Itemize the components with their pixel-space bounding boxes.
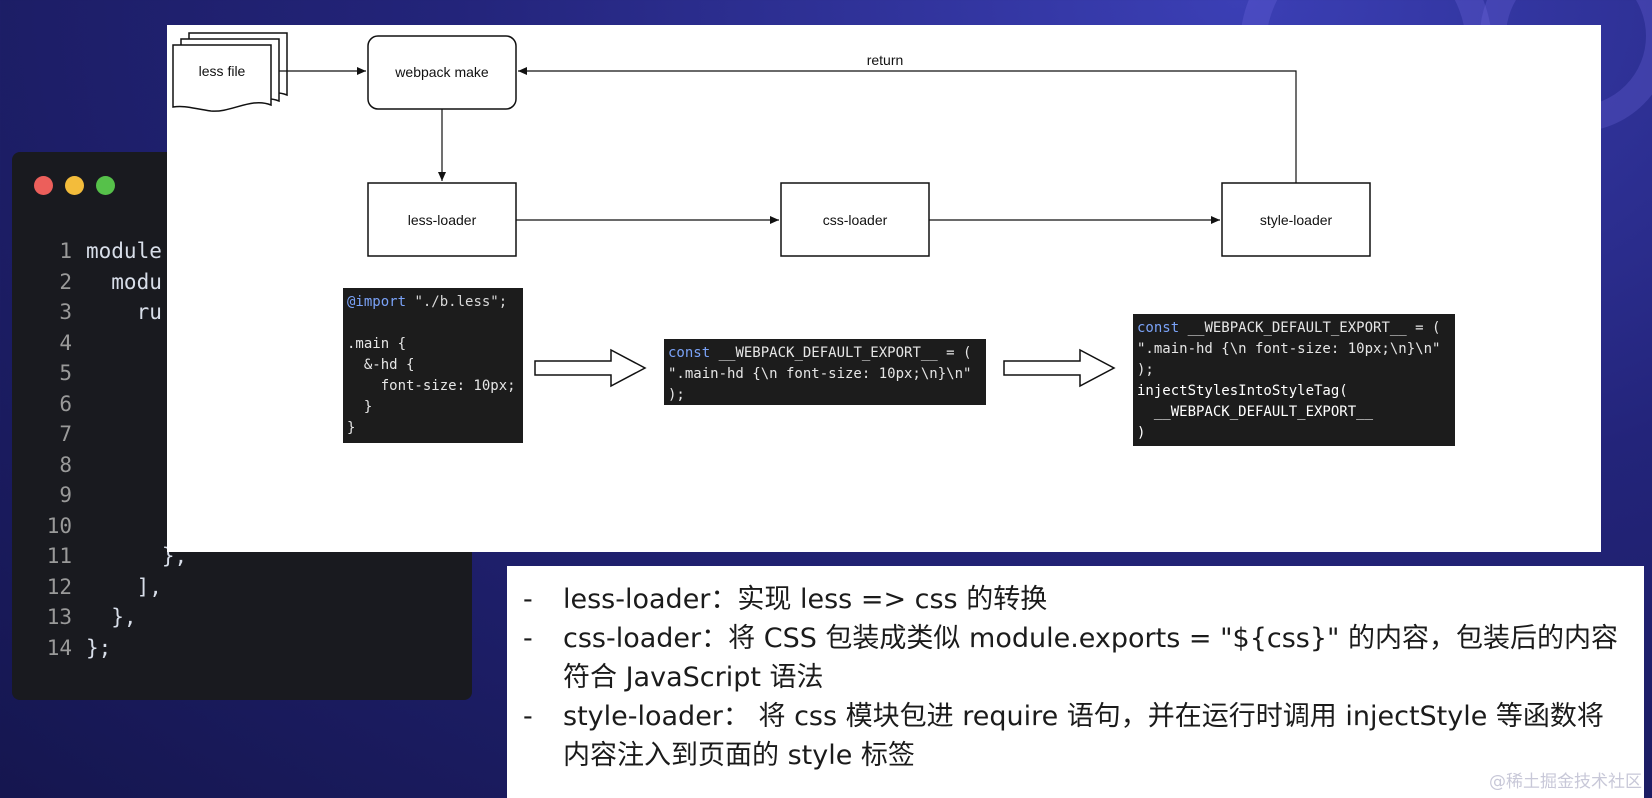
less-code-line: } [347, 399, 373, 415]
code-line: 3 ru [12, 297, 472, 328]
code-line: 8 [12, 450, 472, 481]
style-loader-node: style-loader [1221, 182, 1371, 257]
const-keyword: const [1137, 320, 1180, 336]
note-text: less-loader：实现 less => css 的转换 [563, 584, 1048, 615]
line-number: 10 [46, 513, 72, 538]
code-text: }, [86, 605, 137, 629]
code-line: 10 [12, 511, 472, 542]
less-code-line: .main { [347, 336, 407, 352]
line-number: 2 [59, 269, 72, 294]
loader-notes: -less-loader：实现 less => css 的转换-css-load… [507, 566, 1644, 798]
line-number: 3 [59, 300, 72, 324]
line-number: 8 [59, 452, 72, 477]
less-code-line [347, 313, 519, 334]
note-item: -css-loader：将 CSS 包装成类似 module.exports =… [523, 619, 1644, 697]
flow-diagram: less file webpack make less-loader css-l… [172, 32, 1371, 388]
less-loader-label: less-loader [408, 212, 477, 228]
line-number: 4 [59, 330, 72, 355]
line-number: 11 [46, 544, 72, 568]
export-declaration: __WEBPACK_DEFAULT_EXPORT__ = ( [1179, 320, 1441, 336]
style-code-line: ".main-hd {\n font-size: 10px;\n}\n" [1137, 341, 1441, 357]
css-output-lines: ".main-hd {\n font-size: 10px;\n}\n"); [668, 364, 982, 405]
code-line: 4 [12, 328, 472, 359]
less-file-label: less file [199, 63, 246, 79]
inject-code-line: ) [1137, 425, 1146, 441]
diagram-panel: less file webpack make less-loader css-l… [167, 25, 1601, 552]
minimize-dot-icon[interactable] [65, 176, 84, 195]
close-dot-icon[interactable] [34, 176, 53, 195]
style-output-lines: ".main-hd {\n font-size: 10px;\n}\n"); [1137, 339, 1451, 381]
code-line: 9 [12, 480, 472, 511]
code-text: ], [86, 574, 162, 599]
transform-arrow-icon [534, 348, 647, 388]
maximize-dot-icon[interactable] [96, 176, 115, 195]
line-number: 14 [46, 635, 72, 660]
code-line: 13 }, [12, 602, 472, 633]
line-number: 5 [59, 361, 72, 385]
note-item: -style-loader： 将 css 模块包进 require 语句，并在运… [523, 697, 1644, 775]
style-loader-label: style-loader [1260, 212, 1333, 228]
less-file-node: less file [172, 32, 288, 112]
less-source-snippet: @import "./b.less"; .main { &-hd { font-s… [343, 288, 523, 443]
code-line: 14}; [12, 633, 472, 664]
code-text: }; [86, 635, 112, 660]
less-source-lines: .main { &-hd { font-size: 10px; }} [347, 313, 519, 439]
import-keyword: @import [347, 294, 407, 310]
less-code-line: &-hd { [347, 357, 415, 373]
line-number: 9 [59, 483, 72, 507]
const-keyword: const [668, 345, 711, 361]
import-path: "./b.less"; [406, 294, 508, 310]
bullet-dash: - [523, 623, 533, 654]
webpack-make-label: webpack make [394, 64, 489, 80]
line-number: 6 [59, 391, 72, 416]
note-text: style-loader： 将 css 模块包进 require 语句，并在运行… [563, 701, 1604, 771]
edge-style-loader-return [518, 67, 1297, 183]
code-text: module [86, 239, 162, 263]
style-output-snippet: const __WEBPACK_DEFAULT_EXPORT__ = ( ".ma… [1133, 314, 1455, 446]
css-code-line: ); [668, 387, 685, 403]
css-output-snippet: const __WEBPACK_DEFAULT_EXPORT__ = ( ".ma… [664, 339, 986, 405]
inject-code-line: __WEBPACK_DEFAULT_EXPORT__ [1137, 404, 1374, 420]
webpack-make-node: webpack make [367, 35, 517, 110]
watermark: @稀土掘金技术社区 [1489, 772, 1642, 792]
export-declaration: __WEBPACK_DEFAULT_EXPORT__ = ( [710, 345, 972, 361]
line-number: 12 [46, 574, 72, 599]
note-text: css-loader：将 CSS 包装成类似 module.exports = … [563, 623, 1619, 693]
note-item: -less-loader：实现 less => css 的转换 [523, 580, 1644, 619]
code-line: 1 module [12, 236, 472, 267]
inject-call-lines: injectStylesIntoStyleTag( __WEBPACK_DEFA… [1137, 381, 1451, 444]
code-line: 6 [12, 389, 472, 420]
code-text: ru [86, 300, 162, 324]
code-text: modu [86, 269, 162, 294]
style-code-line: ); [1137, 362, 1154, 378]
line-number: 7 [59, 422, 72, 446]
css-loader-label: css-loader [823, 212, 888, 228]
less-code-line: font-size: 10px; [347, 378, 516, 394]
inject-code-line: injectStylesIntoStyleTag( [1137, 383, 1348, 399]
return-label: return [867, 52, 904, 68]
less-loader-node: less-loader [367, 182, 517, 257]
css-code-line: ".main-hd {\n font-size: 10px;\n}\n" [668, 366, 972, 382]
code-line: 2 modu [12, 267, 472, 298]
transform-arrow-icon [1003, 348, 1116, 388]
css-loader-node: css-loader [780, 182, 930, 257]
less-code-line: } [347, 420, 356, 436]
bullet-dash: - [523, 584, 533, 615]
code-line: 12 ], [12, 572, 472, 603]
line-number: 13 [46, 605, 72, 629]
code-line: 7 [12, 419, 472, 450]
bullet-dash: - [523, 701, 533, 732]
line-number: 1 [59, 239, 72, 263]
code-line: 5 [12, 358, 472, 389]
